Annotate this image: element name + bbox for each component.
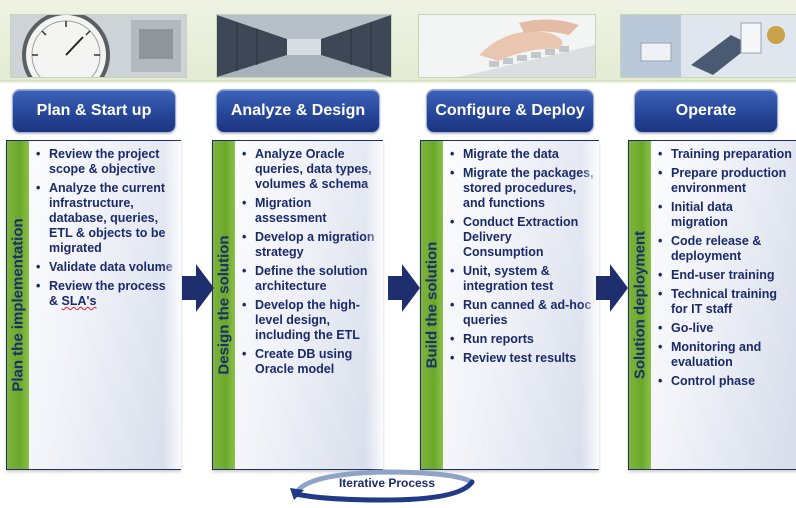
keyboard-hands-photo: [418, 14, 596, 78]
iterative-cycle-icon: [290, 469, 475, 503]
task-item: Training preparation: [657, 147, 793, 162]
server-room-photo: [216, 14, 392, 78]
phase-header-plan: Plan & Start up: [12, 89, 176, 133]
task-item: Control phase: [657, 374, 793, 389]
stopwatch-photo: [10, 14, 187, 78]
task-item: Go-live: [657, 321, 793, 336]
side-label-bar: Design the solution: [213, 141, 235, 469]
task-item: Develop a migration strategy: [241, 230, 379, 260]
side-label-bar: Solution deployment: [629, 141, 651, 469]
task-item: Review test results: [449, 351, 595, 366]
task-item: Run reports: [449, 332, 595, 347]
task-item: Conduct Extraction Delivery Consumption: [449, 215, 595, 260]
arrow-right-icon: [388, 264, 420, 312]
task-item: Review the project scope & objective: [35, 147, 177, 177]
side-label-bar: Build the solution: [421, 141, 443, 469]
task-item-text: Review the process &: [49, 279, 166, 308]
task-item: Migrate the packages, stored procedures,…: [449, 166, 595, 211]
task-item: Analyze the current infrastructure, data…: [35, 181, 177, 256]
phase-box-plan: Plan the implementation Review the proje…: [6, 140, 181, 470]
task-item: Create DB using Oracle model: [241, 347, 379, 377]
task-item: Migrate the data: [449, 147, 595, 162]
task-item: Initial data migration: [657, 200, 793, 230]
task-item: Code release & deployment: [657, 234, 793, 264]
phase-box-configure: Build the solution Migrate the data Migr…: [420, 140, 599, 470]
side-label-bar: Plan the implementation: [7, 141, 29, 469]
side-label: Build the solution: [423, 241, 441, 369]
task-item: Define the solution architecture: [241, 264, 379, 294]
task-item: Technical training for IT staff: [657, 287, 793, 317]
phase-box-analyze: Design the solution Analyze Oracle queri…: [212, 140, 383, 470]
task-item: Unit, system & integration test: [449, 264, 595, 294]
task-item: Review the process & SLA's: [35, 279, 177, 309]
phase-box-operate: Solution deployment Training preparation…: [628, 140, 796, 470]
arrow-right-icon: [182, 264, 214, 312]
phase-header-analyze: Analyze & Design: [216, 89, 380, 133]
side-label: Plan the implementation: [9, 218, 27, 392]
box-edge-fade: [581, 141, 599, 469]
task-item: Develop the high-level design, including…: [241, 298, 379, 343]
iterative-process-label: Iterative Process: [338, 476, 436, 490]
task-list: Review the project scope & objective Ana…: [35, 147, 177, 313]
desk-objects-photo: [620, 14, 796, 78]
task-list: Migrate the data Migrate the packages, s…: [449, 147, 595, 370]
task-item: Validate data volume: [35, 260, 177, 275]
phase-header-operate: Operate: [634, 89, 778, 133]
task-item: Run canned & ad-hoc queries: [449, 298, 595, 328]
task-item: Analyze Oracle queries, data types, volu…: [241, 147, 379, 192]
task-item: Monitoring and evaluation: [657, 340, 793, 370]
arrow-right-icon: [596, 264, 628, 312]
side-label: Design the solution: [215, 235, 233, 375]
phase-header-configure: Configure & Deploy: [426, 89, 594, 133]
task-item: Prepare production environment: [657, 166, 793, 196]
sla-term: SLA's: [61, 294, 97, 308]
task-item: End-user training: [657, 268, 793, 283]
task-list: Analyze Oracle queries, data types, volu…: [241, 147, 379, 381]
task-item: Migration assessment: [241, 196, 379, 226]
side-label: Solution deployment: [631, 230, 649, 380]
box-edge-fade: [163, 141, 181, 469]
task-list: Training preparation Prepare production …: [657, 147, 793, 393]
box-edge-fade: [365, 141, 383, 469]
